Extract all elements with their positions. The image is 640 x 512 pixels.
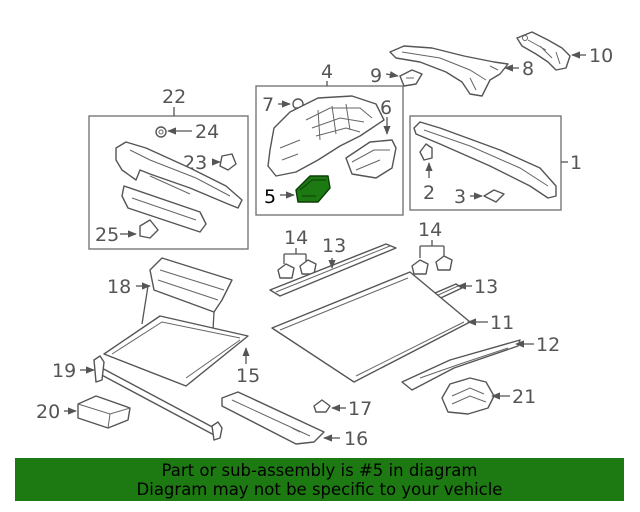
callout-9: 9 <box>370 65 382 87</box>
callout-25: 25 <box>95 224 119 246</box>
callout-15: 15 <box>236 365 260 387</box>
callout-22: 22 <box>162 86 186 108</box>
callout-16: 16 <box>344 428 368 450</box>
callout-1: 1 <box>570 152 582 174</box>
part-14-clip-right-a[interactable] <box>411 259 429 275</box>
part-14-clip-right-b[interactable] <box>435 255 453 271</box>
part-3-pad[interactable] <box>483 189 505 203</box>
part-21-spare-well[interactable] <box>441 377 495 415</box>
part-17-clip[interactable] <box>313 399 331 413</box>
callout-13b: 13 <box>474 276 498 298</box>
callout-8: 8 <box>522 58 534 80</box>
part-25-bracket[interactable] <box>139 219 159 239</box>
callout-14a: 14 <box>284 227 308 249</box>
part-2-clip[interactable] <box>419 143 433 161</box>
callout-21: 21 <box>512 386 536 408</box>
part-23-clip[interactable] <box>219 153 237 171</box>
leader-14b <box>419 240 445 258</box>
group-box-4 <box>255 85 404 216</box>
callout-14b: 14 <box>418 219 442 241</box>
callout-18: 18 <box>107 276 131 298</box>
group-box-22 <box>88 115 249 250</box>
leader-14a <box>283 248 307 264</box>
part-5-highlighted-bracket[interactable] <box>295 175 331 203</box>
callout-20: 20 <box>36 401 60 423</box>
part-13-rail-upper[interactable] <box>269 243 397 297</box>
part-9-clip[interactable] <box>399 69 423 87</box>
part-20-box[interactable] <box>77 395 131 429</box>
callout-12: 12 <box>536 334 560 356</box>
part-1-scuff-plate[interactable] <box>413 121 557 199</box>
part-8-quarter-trim-upper[interactable] <box>389 45 509 97</box>
callout-3: 3 <box>454 186 466 208</box>
callout-11: 11 <box>490 312 514 334</box>
callout-17: 17 <box>348 398 372 420</box>
part-15-floor-mat[interactable] <box>103 315 249 387</box>
callout-7: 7 <box>262 94 274 116</box>
callout-2: 2 <box>423 182 435 204</box>
callout-19: 19 <box>52 360 76 382</box>
part-24-grommet[interactable] <box>155 126 167 138</box>
callout-24: 24 <box>195 121 219 143</box>
part-6-storage-bin[interactable] <box>345 139 397 179</box>
disclaimer-banner: Part or sub-assembly is #5 in diagram Di… <box>15 458 624 501</box>
disclaimer-line-2: Diagram may not be specific to your vehi… <box>136 480 503 499</box>
part-19-cover-roller[interactable] <box>93 355 223 441</box>
part-14-clip-left-a[interactable] <box>277 263 295 279</box>
callout-4: 4 <box>321 61 333 83</box>
callout-5: 5 <box>264 186 276 208</box>
callout-13a: 13 <box>322 235 346 257</box>
callout-6: 6 <box>380 97 392 119</box>
part-14-clip-left-b[interactable] <box>299 259 317 275</box>
group-box-1 <box>409 115 562 211</box>
callout-10: 10 <box>589 45 613 67</box>
part-10-bracket[interactable] <box>516 31 571 71</box>
disclaimer-line-1: Part or sub-assembly is #5 in diagram <box>161 461 478 480</box>
part-4-quarter-trim-panel[interactable] <box>267 95 385 177</box>
leader-9 <box>385 71 399 79</box>
part-16-panel[interactable] <box>221 391 325 445</box>
part-22-back-panel-trim[interactable] <box>115 141 243 233</box>
